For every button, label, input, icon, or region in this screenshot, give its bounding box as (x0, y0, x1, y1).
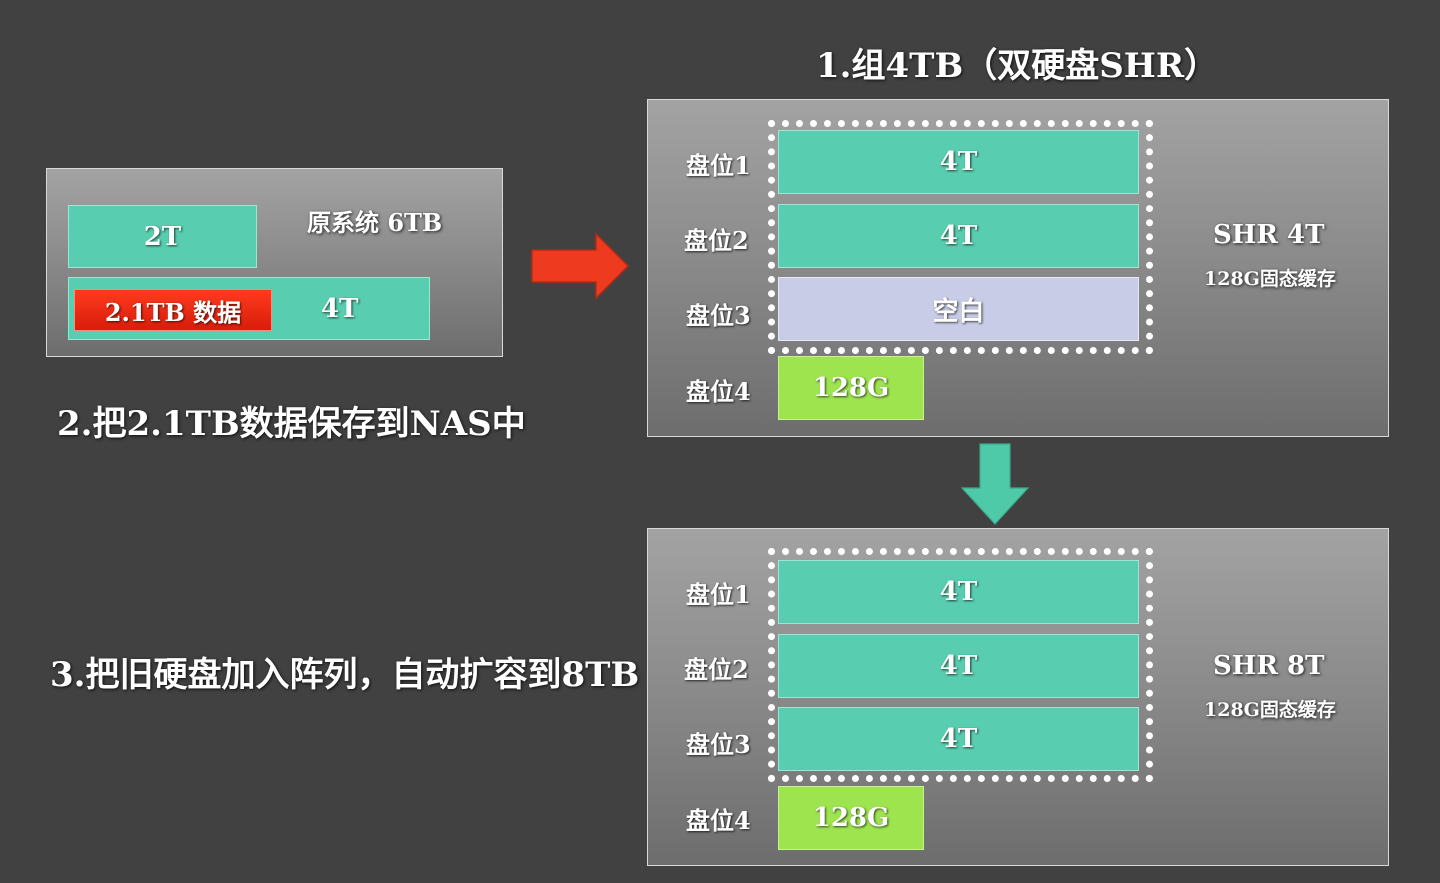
original-system-title: 原系统 6TB (307, 208, 443, 237)
pool-label: SHR 4T (1213, 220, 1325, 250)
slot-1-capacity: 4T (939, 577, 978, 607)
slot-3-empty: 空白 (778, 277, 1139, 341)
shr-pool-outline (768, 120, 1153, 354)
slot-label-2: 盘位2 (684, 226, 749, 255)
slot-2-disk: 4T (778, 634, 1139, 698)
disk-2t-bar: 2T (68, 205, 257, 268)
slot-label-2: 盘位2 (684, 655, 749, 684)
slot-4-capacity: 128G (812, 803, 890, 833)
slot-3-disk: 4T (778, 707, 1139, 771)
disk-2t-label: 2T (143, 221, 182, 252)
slot-label-1: 盘位1 (686, 580, 751, 609)
cache-label: 128G固态缓存 (1204, 699, 1336, 721)
pool-label: SHR 8T (1213, 651, 1325, 681)
original-system-panel: 2T 原系统 6TB 4T 2.1TB 数据 (46, 168, 503, 357)
slot-1-disk: 4T (778, 560, 1139, 624)
nas-before-panel: 盘位1 4T 盘位2 4T 盘位3 空白 盘位4 128G SHR 4T 128… (647, 99, 1389, 437)
down-arrow-icon (960, 443, 1030, 525)
slot-label-3: 盘位3 (686, 301, 751, 330)
slot-4-ssd: 128G (778, 786, 924, 850)
top-title: 1.组4TB（双硬盘SHR） (816, 46, 1219, 86)
disk-4t-label: 4T (321, 293, 359, 324)
cache-label: 128G固态缓存 (1204, 268, 1336, 290)
slot-label-1: 盘位1 (686, 151, 751, 180)
slot-1-disk: 4T (778, 130, 1139, 194)
data-2-1tb-label: 2.1TB 数据 (104, 297, 242, 327)
slot-label-4: 盘位4 (686, 806, 751, 835)
slot-3-capacity: 4T (939, 724, 978, 754)
step2-text: 2.把2.1TB数据保存到NAS中 (57, 404, 526, 444)
slot-3-capacity: 空白 (932, 296, 985, 327)
right-arrow-icon (531, 232, 630, 300)
shr-pool-outline-expanded (768, 548, 1153, 782)
slot-1-capacity: 4T (939, 147, 978, 177)
slot-4-capacity: 128G (812, 373, 890, 403)
data-2-1tb-bar: 2.1TB 数据 (74, 289, 272, 331)
slot-4-ssd: 128G (778, 356, 924, 420)
step3-text: 3.把旧硬盘加入阵列，自动扩容到8TB (50, 655, 640, 695)
nas-after-panel: 盘位1 4T 盘位2 4T 盘位3 4T 盘位4 128G SHR 8T 128… (647, 528, 1389, 866)
slot-2-disk: 4T (778, 204, 1139, 268)
slot-2-capacity: 4T (939, 221, 978, 251)
slot-label-4: 盘位4 (686, 377, 751, 406)
slot-2-capacity: 4T (939, 651, 978, 681)
slot-label-3: 盘位3 (686, 730, 751, 759)
